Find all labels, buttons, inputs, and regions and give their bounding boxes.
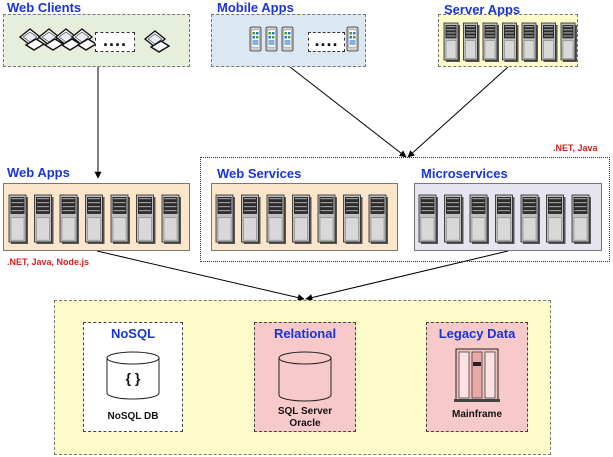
- services-note: .NET, Java: [553, 143, 598, 153]
- mobile-apps-title: Mobile Apps: [217, 0, 294, 15]
- services-container: [200, 157, 610, 262]
- arrow-mobile-to-services: [289, 66, 407, 158]
- server-apps-group: [438, 14, 578, 67]
- server-apps-title: Server Apps: [444, 2, 521, 17]
- nosql-caption: NoSQL DB: [107, 411, 159, 422]
- microservices-title: Microservices: [421, 166, 508, 181]
- web-clients-ellipsis: ....: [95, 31, 135, 52]
- legacy-caption: Mainframe: [451, 409, 502, 420]
- arrow-server-to-services: [407, 66, 509, 158]
- web-clients-title: Web Clients: [7, 0, 82, 15]
- arrow-webapps-to-data: [96, 250, 305, 301]
- microservices-group: [414, 183, 602, 251]
- web-services-title: Web Services: [217, 166, 302, 181]
- relational-caption-line1: SQL Server: [277, 406, 333, 417]
- web-apps-group: [3, 183, 190, 251]
- nosql-title: NoSQL: [110, 326, 156, 341]
- web-services-group: [211, 183, 398, 251]
- relational-title: Relational: [273, 326, 337, 341]
- web-apps-title: Web Apps: [7, 165, 70, 180]
- web-apps-note: .NET, Java, Node.js: [7, 257, 90, 267]
- mobile-apps-ellipsis: ....: [308, 31, 345, 52]
- legacy-title: Legacy Data: [438, 326, 516, 341]
- nosql-icon-text: { }: [125, 370, 141, 386]
- relational-caption-line2: Oracle: [289, 418, 321, 429]
- arrow-microservices-to-data: [305, 250, 509, 301]
